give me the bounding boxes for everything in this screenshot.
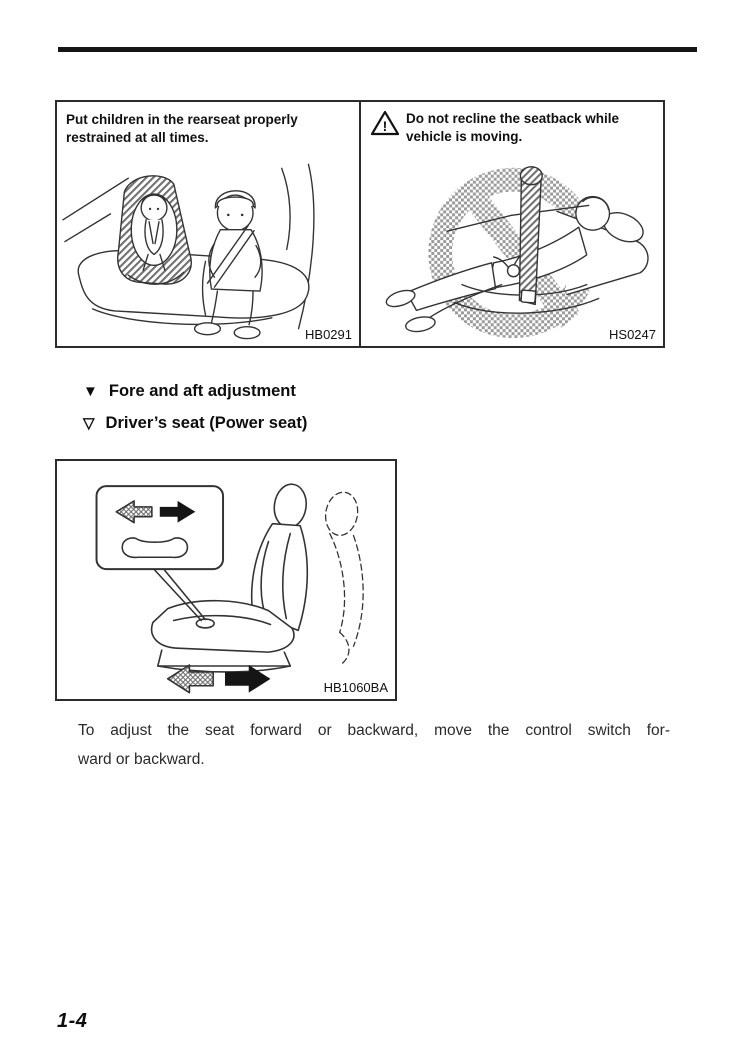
body-paragraph: To adjust the seat forward or backward, … — [78, 716, 670, 774]
warning-exclamation: ! — [383, 118, 388, 134]
heading-fore-and-aft: ▼ Fore and aft adjustment — [83, 383, 296, 400]
power-seat-illustration — [95, 483, 364, 694]
top-rule — [58, 47, 697, 52]
figure-label-hb0291: HB0291 — [300, 327, 352, 343]
caption-do-not-recline: Do not recline the seatback while vehicl… — [406, 111, 620, 144]
caption-row-recline: ! Do not recline the seatback while vehi… — [361, 102, 663, 146]
heading-drivers-seat: ▽ Driver’s seat (Power seat) — [83, 415, 307, 432]
page-number: 1-4 — [57, 1010, 88, 1032]
caption-children-rearseat: Put children in the rearseat properly re… — [66, 112, 298, 145]
figure-rearseat-recline: Put children in the rearseat properly re… — [55, 100, 665, 348]
warning-triangle-icon: ! — [371, 110, 399, 136]
filled-triangle-marker-icon: ▼ — [83, 382, 98, 400]
children-rearseat-illustration — [62, 163, 315, 340]
heading-drivers-seat-text: Driver’s seat (Power seat) — [105, 414, 308, 432]
figure-label-hs0247: HS0247 — [604, 327, 656, 343]
heading-fore-and-aft-text: Fore and aft adjustment — [108, 382, 296, 400]
figure-label-hb1060ba: HB1060BA — [318, 680, 388, 696]
panel-children-rearseat: Put children in the rearseat properly re… — [57, 102, 361, 346]
open-triangle-marker-icon: ▽ — [83, 414, 95, 432]
reclined-seat-illustration — [385, 166, 649, 339]
panel-do-not-recline: ! Do not recline the seatback while vehi… — [361, 102, 663, 346]
body-line-2: ward or backward. — [78, 751, 205, 768]
body-line-1: To adjust the seat forward or backward, … — [78, 722, 670, 739]
figure-power-seat: HB1060BA — [55, 459, 397, 701]
